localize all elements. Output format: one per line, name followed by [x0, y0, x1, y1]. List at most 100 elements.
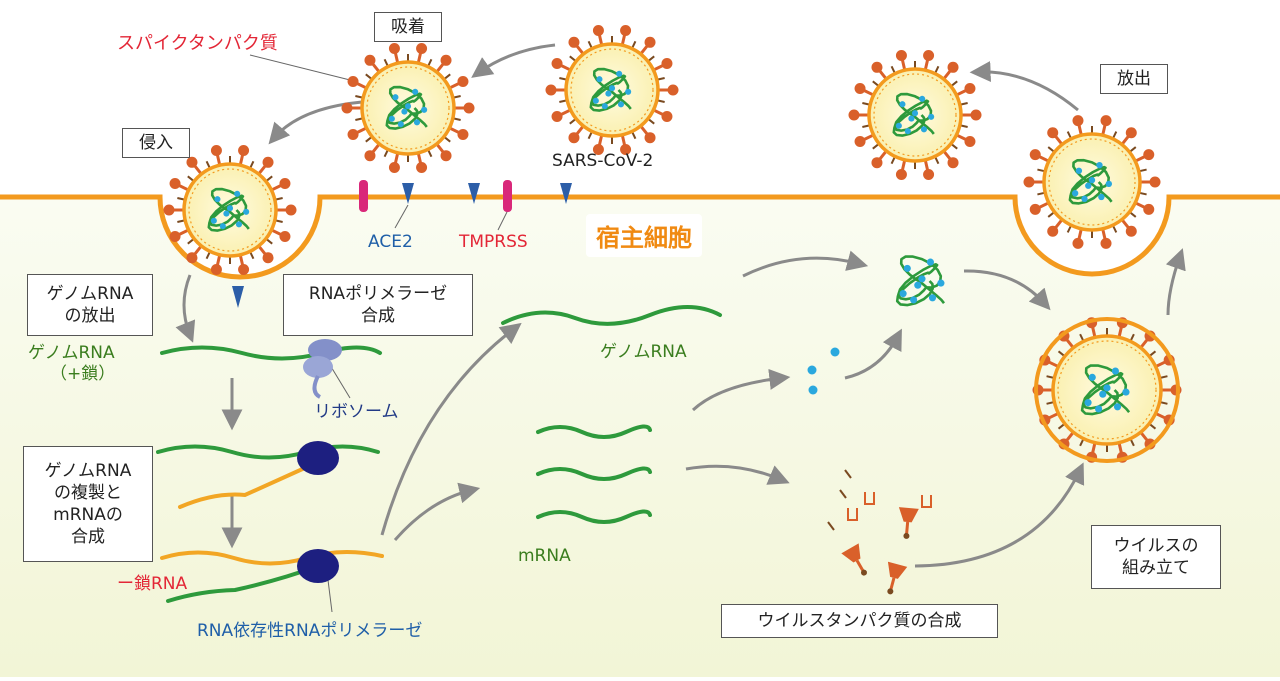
virion — [545, 25, 679, 155]
spike-protein — [1047, 127, 1059, 139]
genome-rna-strand — [156, 444, 380, 460]
n-protein — [219, 223, 226, 230]
spike-protein — [568, 132, 580, 144]
entry-box: 侵入 — [122, 128, 190, 158]
spike-protein — [416, 161, 428, 173]
spike-protein — [620, 25, 632, 37]
n-protein — [605, 90, 612, 97]
spike-protein — [592, 143, 604, 155]
n-protein — [625, 88, 632, 95]
spike-protein — [440, 150, 452, 162]
n-protein — [918, 275, 926, 283]
spike-protein — [169, 230, 181, 242]
envelope-protein — [839, 489, 847, 499]
n-protein — [223, 210, 230, 217]
spike-protein — [568, 36, 580, 48]
assembly-box: ウイルスの 組み立て — [1091, 525, 1221, 589]
virion — [1032, 317, 1182, 463]
spike-protein — [871, 61, 883, 73]
n-protein — [392, 94, 399, 101]
membrane-protein — [847, 508, 858, 521]
genome-coil — [589, 67, 632, 112]
spike-protein — [210, 263, 222, 275]
spike-protein — [1100, 115, 1112, 127]
arrow-entry-release — [175, 274, 196, 343]
n-protein — [1081, 195, 1088, 203]
spike-protein — [262, 252, 274, 264]
spike-protein — [1143, 149, 1155, 161]
n-protein — [919, 95, 926, 102]
rdrp-polymerase — [297, 549, 339, 583]
spike-protein — [1100, 237, 1112, 249]
n-protein — [1071, 190, 1079, 197]
n-protein — [1085, 182, 1092, 189]
genome-release-box: ゲノムRNA の放出 — [27, 274, 153, 336]
n-protein — [1088, 176, 1096, 184]
virion — [163, 145, 297, 275]
n-protein — [210, 217, 217, 224]
arrow-n-to-nucleocapsid — [844, 328, 902, 380]
n-protein — [413, 119, 421, 126]
minus-strand-label: ー鎖RNA — [117, 574, 188, 594]
n-proteins — [807, 347, 840, 395]
spike-protein — [186, 156, 198, 168]
receptors — [232, 180, 572, 308]
n-protein — [926, 258, 934, 266]
spike-protein — [388, 161, 400, 173]
tmprss-receptor — [503, 180, 512, 212]
spike-protein — [1029, 203, 1041, 215]
cell-membrane — [0, 194, 1280, 280]
n-protein — [895, 122, 902, 129]
spike-protein — [661, 110, 673, 122]
spike-protein — [854, 83, 866, 95]
n-protein — [388, 115, 395, 122]
n-protein — [412, 88, 419, 95]
n-protein — [1113, 403, 1122, 411]
ribosome — [303, 339, 342, 399]
spike-protein — [364, 150, 376, 162]
n-protein — [910, 296, 918, 304]
spike-protein — [238, 263, 250, 275]
spike-protein — [210, 145, 222, 157]
arrow-approach — [471, 43, 556, 78]
spike-protein — [970, 109, 982, 121]
spike-protein — [463, 102, 475, 114]
spike-protein — [238, 145, 250, 157]
leader-lines — [249, 54, 359, 613]
spike-protein — [964, 135, 976, 147]
tmprss-label: TMPRSS — [459, 232, 528, 252]
n-protein — [214, 196, 221, 203]
spike-protein — [1023, 176, 1035, 188]
genome-coil — [1068, 158, 1113, 205]
arrow-nucleocapsid-assembly — [963, 269, 1051, 311]
n-protein — [1094, 405, 1103, 413]
spike-label: スパイクタンパク質 — [117, 33, 278, 54]
arrow-release — [969, 61, 1079, 112]
spike-protein — [667, 84, 679, 96]
n-protein — [596, 76, 603, 83]
spike-protein — [347, 76, 359, 88]
spike-protein — [1072, 115, 1084, 127]
spike-protein — [285, 204, 297, 216]
mrna-label: mRNA — [518, 546, 571, 566]
spike-protein — [341, 102, 353, 114]
mrna-strand — [536, 509, 652, 524]
n-protein — [903, 264, 911, 272]
replication-box: ゲノムRNA の複製と mRNAの 合成 — [23, 446, 153, 562]
genome-coil — [892, 92, 935, 137]
virion — [341, 43, 475, 173]
rna-strands — [156, 305, 722, 603]
spike-protein — [620, 143, 632, 155]
tmprss-receptor — [359, 180, 368, 212]
spike-protein — [661, 58, 673, 70]
spike-protein — [947, 157, 959, 169]
virion — [1023, 115, 1161, 249]
n-protein — [1099, 390, 1107, 398]
n-protein — [234, 190, 241, 197]
n-protein — [908, 115, 915, 122]
release-box: 放出 — [1100, 64, 1168, 94]
spike-protein — [848, 109, 860, 121]
n-protein — [1111, 367, 1120, 375]
n-protein — [243, 208, 250, 215]
mrna-strand — [536, 424, 652, 439]
